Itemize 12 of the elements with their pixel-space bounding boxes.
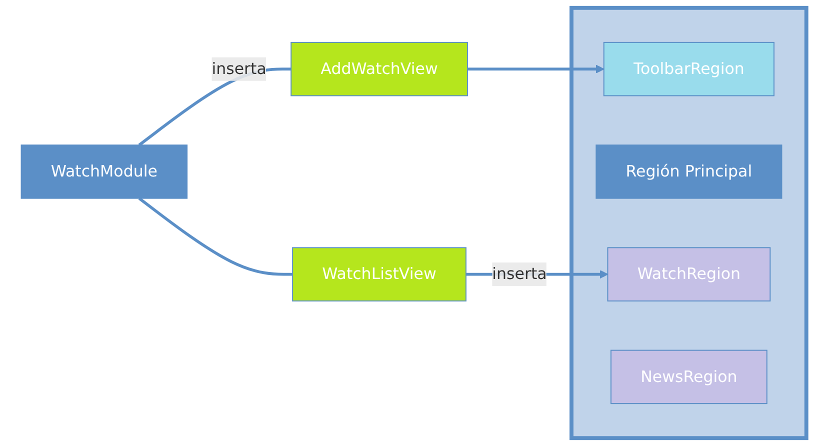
cluster [569,6,808,440]
node-box: WatchModule [20,144,188,199]
edge-label: inserta [492,264,546,284]
node-box: WatchListView [292,247,466,302]
node-box: Región Principal [595,144,782,199]
edge-label: inserta [211,59,266,78]
node-box: NewsRegion [610,350,768,404]
node-box: WatchRegion [606,247,770,302]
node-box: ToolbarRegion [603,42,774,96]
arrow [467,64,604,74]
node-box: AddWatchView [290,42,468,96]
connector [138,197,292,276]
